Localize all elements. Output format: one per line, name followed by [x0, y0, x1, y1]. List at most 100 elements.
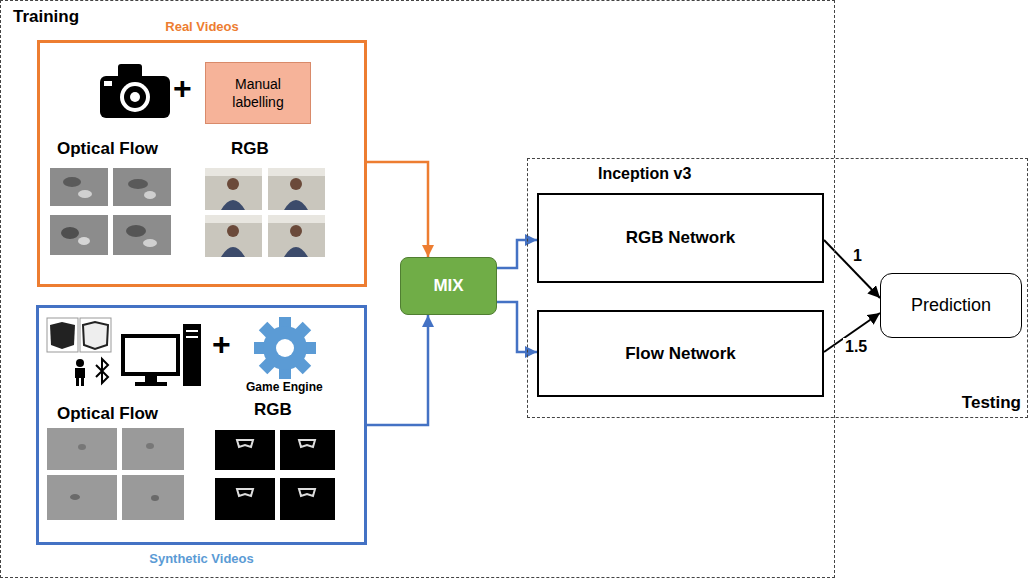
camera-icon-part: [104, 81, 112, 86]
synthetic-rgb-thumbnails-part: [280, 430, 335, 470]
section-label: Optical Flow: [57, 404, 158, 424]
computer-icon-part: [135, 382, 167, 386]
bluetooth-icon-part: [96, 359, 108, 383]
connector-arrow: [824, 313, 880, 352]
node-text: Synthetic Videos: [39, 551, 364, 566]
node-text: Inception v3: [598, 165, 691, 183]
connector-arrow: [367, 162, 428, 257]
computer-icon-part: [186, 330, 198, 332]
person-icon-part: [76, 359, 84, 367]
node-text: Real Videos: [40, 19, 364, 34]
connector-arrow: [497, 302, 537, 352]
synthetic-flow-thumbnails-part: [122, 428, 184, 470]
plus-sign: +: [173, 70, 192, 107]
synthetic-rgb-thumbnails-part: [299, 440, 315, 447]
controller-icons: [47, 318, 111, 352]
optical-flow-thumbnails-part: [126, 225, 146, 237]
optical-flow-thumbnails-part: [63, 177, 81, 187]
optical-flow-thumbnails-part: [113, 215, 171, 255]
section-label: Optical Flow: [57, 139, 158, 159]
rgb-thumbnails-part: [227, 178, 239, 190]
plus-sign: +: [212, 326, 231, 363]
gear-icon-part: [276, 339, 294, 357]
optical-flow-thumbnails-part: [113, 168, 171, 206]
rgb-thumbnails-part: [205, 215, 262, 257]
optical-flow-thumbnails-part: [144, 191, 156, 199]
rgb-thumbnails-part: [205, 168, 262, 210]
optical-flow-thumbnails-part: [143, 239, 157, 247]
prediction-box: Prediction: [880, 273, 1022, 338]
controller-icons-part: [80, 318, 111, 352]
rgb-thumbnails-part: [268, 168, 325, 176]
rgb-thumbnails: [205, 168, 325, 257]
section-label: RGB: [254, 400, 292, 420]
rgb-thumbnails-part: [268, 168, 325, 210]
synthetic-rgb-thumbnails: [215, 430, 335, 520]
mix-box: MIX: [400, 257, 497, 315]
camera-icon-part: [124, 86, 146, 108]
synthetic-rgb-thumbnails-part: [215, 478, 275, 520]
optical-flow-thumbnails-part: [78, 237, 90, 245]
synthetic-flow-thumbnails-part: [151, 495, 159, 501]
network-box: RGB Network: [537, 193, 824, 283]
training-region: TrainingReal VideosManual labellingSynth…: [0, 0, 835, 578]
optical-flow-thumbnails-part: [50, 168, 108, 206]
icon-caption: Game Engine: [246, 381, 323, 395]
controller-icons-part: [47, 318, 78, 352]
section-label: RGB: [231, 139, 269, 159]
rgb-thumbnails-part: [205, 215, 262, 223]
gear-icon: [254, 317, 316, 379]
optical-flow-thumbnails-part: [128, 179, 148, 189]
computer-icon-part: [183, 324, 201, 386]
connector-arrow: [497, 240, 537, 268]
node-text: Prediction: [911, 295, 991, 316]
node-text: Testing: [962, 393, 1021, 413]
computer-icon-part: [145, 375, 157, 382]
person-icon-part: [75, 368, 85, 378]
synthetic-rgb-thumbnails-part: [299, 489, 315, 496]
rgb-thumbnails-part: [221, 200, 245, 210]
rgb-thumbnails-part: [268, 215, 325, 257]
node-text: Flow Network: [625, 344, 736, 364]
controller-icons-part: [50, 322, 75, 349]
rgb-thumbnails-part: [290, 225, 302, 237]
node-text: Training: [13, 7, 79, 27]
camera-icon-part: [130, 92, 140, 102]
synthetic-rgb-thumbnails-part: [215, 430, 275, 470]
rgb-thumbnails-part: [284, 247, 308, 257]
rgb-thumbnails-part: [284, 200, 308, 210]
computer-icon-part: [186, 336, 198, 338]
synthetic-flow-thumbnails-part: [122, 475, 184, 520]
synthetic-flow-thumbnails-part: [70, 494, 80, 500]
camera-icon-part: [120, 82, 150, 112]
connector-arrow: [824, 240, 880, 298]
camera-icon: [100, 64, 170, 118]
node-text: MIX: [433, 276, 463, 296]
optical-flow-thumbnails-part: [61, 227, 79, 239]
synthetic-flow-thumbnails-part: [47, 428, 117, 470]
synthetic-flow-thumbnails-part: [47, 475, 117, 520]
synthetic-rgb-thumbnails-part: [237, 489, 253, 496]
controller-icons-part: [83, 322, 108, 349]
connector-arrow: [367, 315, 428, 425]
person-icon-part: [76, 377, 79, 386]
synthetic-flow-thumbnails: [47, 428, 184, 520]
synthetic-flow-thumbnails-part: [78, 444, 86, 450]
optical-flow-thumbnails-part: [50, 215, 108, 255]
synthetic-rgb-thumbnails-part: [237, 440, 253, 447]
rgb-thumbnails-part: [290, 178, 302, 190]
rgb-thumbnails-part: [268, 215, 325, 223]
rgb-thumbnails-part: [221, 247, 245, 257]
labelling-box: Manual labelling: [205, 62, 311, 124]
node-text: Manual labelling: [210, 75, 306, 111]
synthetic-flow-thumbnails-part: [146, 443, 154, 449]
optical-flow-thumbnails: [50, 168, 171, 255]
rgb-thumbnails-part: [227, 225, 239, 237]
real-videos-box: Real VideosManual labelling: [37, 40, 367, 287]
weight-label: 1: [851, 247, 864, 265]
network-box: Flow Network: [537, 310, 824, 397]
weight-label: 1.5: [843, 338, 869, 356]
